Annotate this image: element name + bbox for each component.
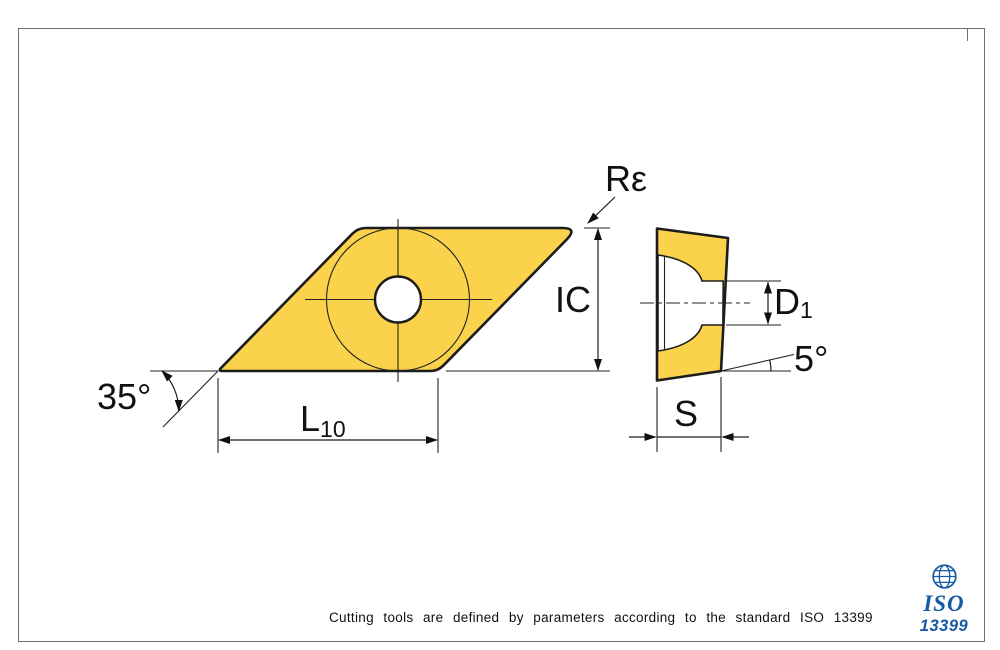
clearance-angle-slanted-line bbox=[720, 353, 795, 372]
length-dimension: L10 bbox=[217, 378, 439, 453]
sheet-border-tick bbox=[967, 28, 968, 41]
corner-radius-callout: Rε bbox=[587, 158, 647, 224]
iso-logo-standard-number: 13399 bbox=[919, 617, 969, 635]
thickness-dimension: S bbox=[629, 377, 749, 452]
length-label: L10 bbox=[300, 398, 346, 442]
thickness-label: S bbox=[674, 393, 698, 434]
iso-13399-logo: ISO 13399 bbox=[912, 563, 976, 635]
hole-diameter-label: D1 bbox=[774, 281, 813, 323]
ic-dimension: IC bbox=[446, 227, 610, 372]
tip-angle-label: 35° bbox=[97, 376, 151, 417]
ic-label: IC bbox=[555, 279, 591, 320]
side-view bbox=[640, 227, 750, 382]
sheet-border-frame bbox=[18, 28, 985, 642]
clearance-angle-dimension: 5° bbox=[720, 338, 828, 379]
clearance-angle-arc bbox=[769, 359, 772, 372]
iso-logo-org-text: ISO bbox=[923, 591, 965, 616]
tip-angle-dimension: 35° bbox=[97, 370, 219, 428]
side-hole-section bbox=[657, 254, 725, 352]
globe-icon bbox=[931, 564, 957, 589]
tip-angle-arc bbox=[161, 370, 183, 412]
clearance-angle-label: 5° bbox=[794, 338, 828, 379]
corner-radius-leader-line bbox=[587, 196, 616, 224]
front-view bbox=[218, 219, 573, 382]
tip-angle-extension-slanted bbox=[162, 370, 219, 428]
footer-note: Cutting tools are defined by parameters … bbox=[329, 610, 873, 625]
corner-radius-label: Rε bbox=[605, 158, 647, 199]
hole-diameter-dimension: D1 bbox=[726, 280, 813, 326]
center-hole bbox=[373, 275, 423, 324]
